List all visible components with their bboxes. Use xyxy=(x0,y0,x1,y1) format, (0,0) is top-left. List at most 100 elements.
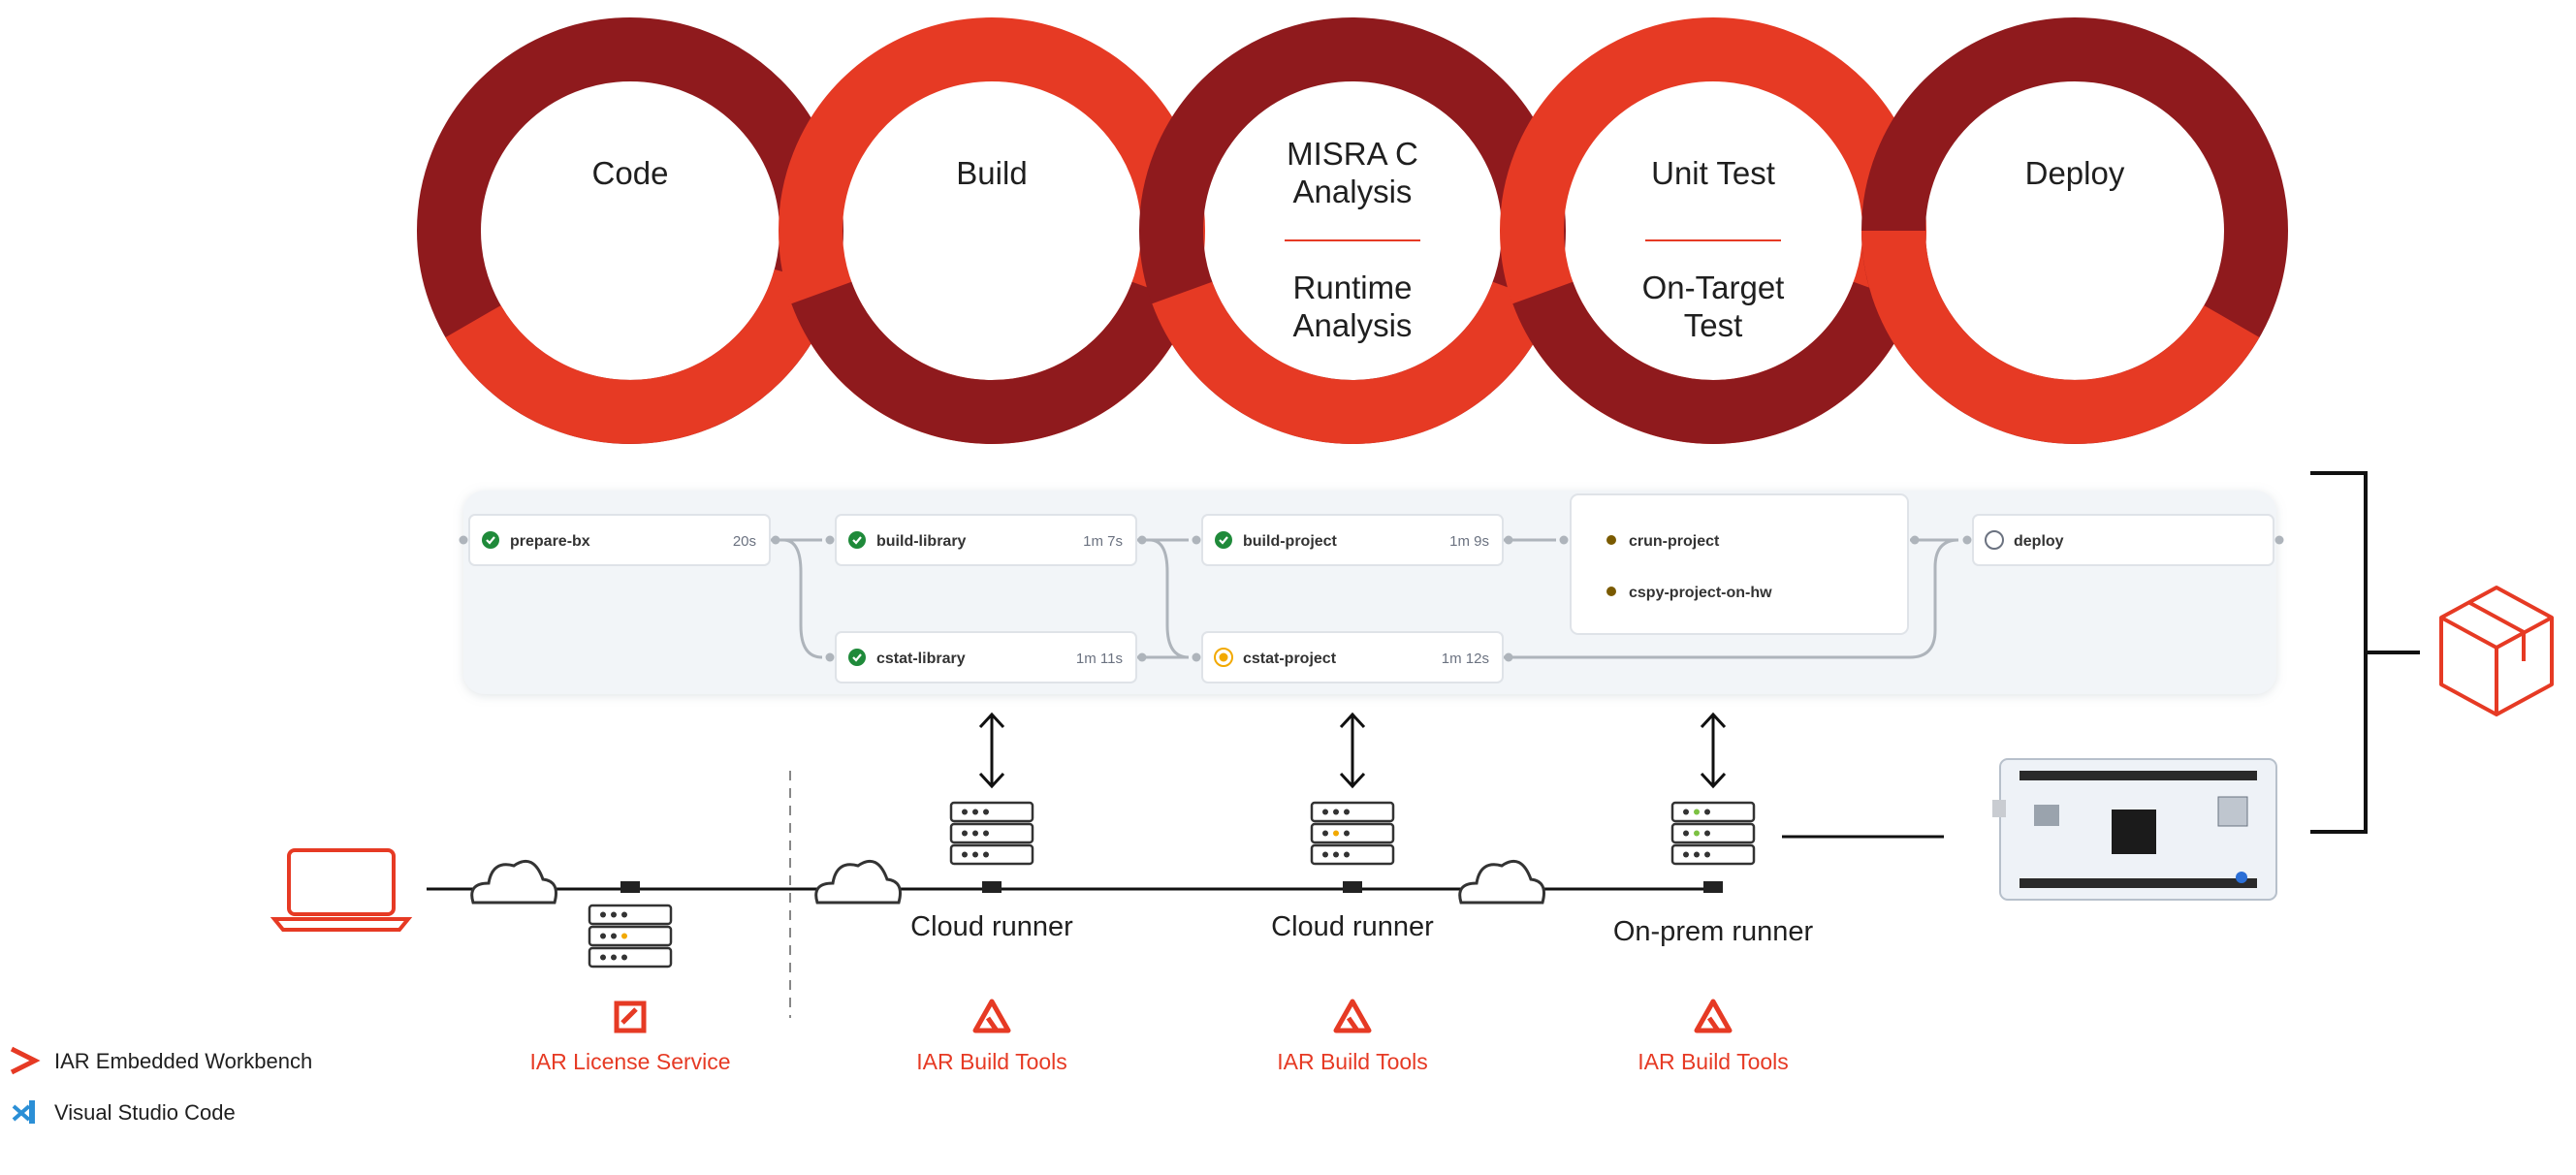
success-icon xyxy=(848,531,866,549)
triangle-outer xyxy=(1333,999,1372,1033)
laptop-screen xyxy=(287,848,396,916)
runner-server-icon xyxy=(1310,801,1395,866)
runner-server-icon xyxy=(1670,801,1756,866)
ring-sweep xyxy=(445,269,837,444)
stage-title: MISRA C xyxy=(1287,136,1418,172)
board-header-bottom xyxy=(2019,878,2257,888)
triangle-outer xyxy=(1694,999,1733,1033)
stage-ring-deploy: DEPLOY xyxy=(1861,17,2288,444)
build-tools-label: IAR Build Tools xyxy=(916,1049,1067,1074)
server-led xyxy=(1344,809,1350,815)
job-duration: 1m 7s xyxy=(1083,533,1123,550)
server-unit xyxy=(1670,801,1756,823)
job-duration: 1m 12s xyxy=(1442,651,1489,667)
board-chip xyxy=(2034,805,2059,826)
server-unit xyxy=(1310,822,1395,844)
board-mcu xyxy=(2112,810,2156,854)
server-unit xyxy=(1670,843,1756,866)
build-tools-label: IAR Build Tools xyxy=(1277,1049,1428,1074)
job-name: cstat-project xyxy=(1243,651,1337,667)
stage-text-deploy: Deploy xyxy=(2025,155,2125,191)
server-led xyxy=(983,830,989,837)
server-unit xyxy=(949,801,1034,823)
job-duration: 1m 9s xyxy=(1449,533,1489,550)
job-duration: 20s xyxy=(733,533,756,550)
server-led xyxy=(1333,830,1339,837)
job-card-frame xyxy=(1972,514,2274,566)
job-card-deploy[interactable]: deploy xyxy=(1962,514,2284,566)
target-board-image xyxy=(1992,758,2277,901)
board-button xyxy=(2236,872,2247,883)
ring-sweep xyxy=(1152,281,1553,444)
server-led xyxy=(1322,830,1328,837)
server-led xyxy=(1694,851,1700,858)
ring-sweep xyxy=(791,281,1193,444)
stage-text-build: Build xyxy=(956,155,1027,191)
server-led xyxy=(962,809,968,815)
check-mark xyxy=(852,653,862,662)
legend-item: Visual Studio Code xyxy=(12,1100,236,1125)
connector-dot xyxy=(459,535,468,545)
deploy-bracket xyxy=(2310,471,2368,834)
vscode-icon xyxy=(12,1104,31,1122)
package-tape xyxy=(2467,600,2526,661)
cloud-icon xyxy=(470,859,557,905)
arrow-head-up xyxy=(1700,712,1727,729)
server-led xyxy=(1683,830,1689,837)
license-slash xyxy=(620,1007,638,1025)
server-unit xyxy=(1310,843,1395,866)
license-service: IAR License Service xyxy=(529,1000,731,1074)
license-square xyxy=(614,1000,647,1033)
job-card-frame xyxy=(468,514,771,566)
stage-ring-test: TEST xyxy=(1500,17,1926,444)
ring-sweep xyxy=(1512,281,1914,444)
runner-label: Cloud runner xyxy=(1271,911,1434,942)
iar-build-tools-icon xyxy=(972,999,1011,1033)
connector-dot xyxy=(1504,535,1513,545)
pending-dot-icon xyxy=(1606,587,1616,596)
iar-build-tools-icon xyxy=(1333,999,1372,1033)
stage-subtitle: Test xyxy=(1684,307,1743,343)
arrow-head-down xyxy=(1700,772,1727,789)
server-led xyxy=(1333,851,1339,858)
connector-dot xyxy=(825,535,835,545)
job-card-frame xyxy=(835,514,1137,566)
server-led xyxy=(1333,809,1339,815)
running-icon xyxy=(1214,648,1233,667)
iar-build-tools-icon xyxy=(1694,999,1733,1033)
triangle-inner xyxy=(1346,1016,1360,1032)
check-mark xyxy=(852,536,862,545)
job-name: build-project xyxy=(1243,533,1338,550)
connector-dot xyxy=(1559,535,1569,545)
server-unit xyxy=(949,843,1034,866)
job-name: cstat-library xyxy=(876,651,966,667)
board-usb xyxy=(1992,800,2006,817)
stage-text-code: Code xyxy=(592,155,669,191)
triangle-outer xyxy=(972,999,1011,1033)
license-label: IAR License Service xyxy=(529,1049,730,1074)
legend-label: IAR Embedded Workbench xyxy=(54,1049,312,1073)
connector-dot xyxy=(1192,535,1201,545)
server-unit xyxy=(949,822,1034,844)
server-led xyxy=(1704,809,1710,815)
laptop-base xyxy=(270,917,413,932)
stage-ring-build: BUILD xyxy=(779,17,1205,444)
arrow-head-up xyxy=(978,712,1005,729)
stage-subtitle: Analysis xyxy=(1293,307,1413,343)
job-card-build-project[interactable]: build-project 1m 9s xyxy=(1192,514,1513,566)
iar-license-icon xyxy=(614,1000,647,1033)
job-card-cstat-project[interactable]: cstat-project 1m 12s xyxy=(1192,631,1513,683)
job-duration: 1m 11s xyxy=(1076,651,1123,667)
pipeline-connector xyxy=(1149,538,1190,659)
server-led xyxy=(621,911,627,918)
server-led xyxy=(1694,809,1700,815)
network-port xyxy=(1703,881,1723,893)
server-led xyxy=(1683,851,1689,858)
triangle-inner xyxy=(985,1016,1000,1032)
server-led xyxy=(1344,830,1350,837)
job-card-cstat-library[interactable]: cstat-library 1m 11s xyxy=(825,631,1147,683)
